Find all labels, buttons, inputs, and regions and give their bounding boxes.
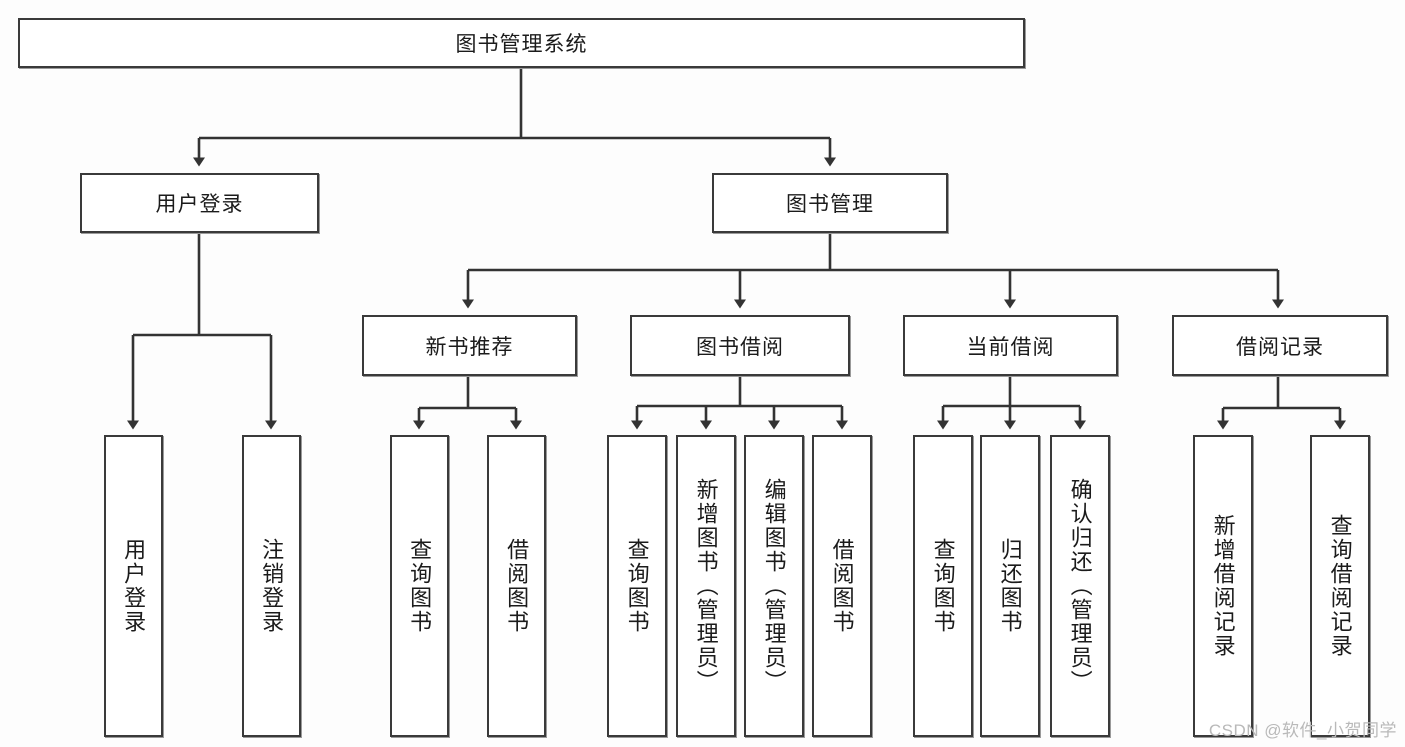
node-label: 归还图书 [997,538,1023,634]
leaf-confirm-return-admin[interactable]: 确认归还（管理员） [1050,435,1110,737]
node-label: 借阅图书 [829,538,855,634]
leaf-query-book-current[interactable]: 查询图书 [913,435,973,737]
leaf-borrow-book-recommend[interactable]: 借阅图书 [487,435,546,737]
node-label: 用户登录 [121,538,147,634]
node-borrow-record[interactable]: 借阅记录 [1172,315,1388,376]
leaf-borrow-book[interactable]: 借阅图书 [812,435,872,737]
node-label: 图书管理 [786,193,874,216]
node-label: 图书管理系统 [455,33,588,56]
node-label: 查询图书 [930,538,956,634]
node-label: 借阅记录 [1236,335,1324,359]
leaf-query-book-borrow[interactable]: 查询图书 [607,435,667,737]
leaf-add-borrow-record[interactable]: 新增借阅记录 [1193,435,1253,737]
node-new-book-recommend[interactable]: 新书推荐 [362,315,577,376]
node-label: 新增借阅记录 [1210,514,1236,658]
leaf-return-book[interactable]: 归还图书 [980,435,1040,737]
node-label: 查询图书 [624,538,650,634]
leaf-user-logout[interactable]: 注销登录 [242,435,301,737]
node-user-login[interactable]: 用户登录 [80,173,319,233]
node-root-book-management-system[interactable]: 图书管理系统 [18,18,1025,68]
csdn-watermark: CSDN @软件_小贺同学 [1208,721,1397,740]
node-label: 当前借阅 [966,335,1055,359]
node-book-borrow[interactable]: 图书借阅 [630,315,850,376]
node-label: 新增图书（管理员） [693,478,719,694]
node-label: 查询图书 [407,538,433,634]
node-label: 用户登录 [155,193,244,216]
node-current-borrow[interactable]: 当前借阅 [903,315,1118,376]
leaf-add-book-admin[interactable]: 新增图书（管理员） [676,435,736,737]
leaf-edit-book-admin[interactable]: 编辑图书（管理员） [744,435,804,737]
node-label: 新书推荐 [425,335,514,359]
node-label: 确认归还（管理员） [1067,478,1093,694]
leaf-query-book-recommend[interactable]: 查询图书 [390,435,449,737]
node-label: 图书借阅 [696,335,784,359]
node-label: 编辑图书（管理员） [761,478,787,694]
leaf-query-borrow-record[interactable]: 查询借阅记录 [1310,435,1370,737]
node-book-management[interactable]: 图书管理 [712,173,948,233]
node-label: 注销登录 [259,538,285,634]
leaf-user-login[interactable]: 用户登录 [104,435,163,737]
node-label: 查询借阅记录 [1327,514,1353,658]
node-label: 借阅图书 [504,538,530,634]
